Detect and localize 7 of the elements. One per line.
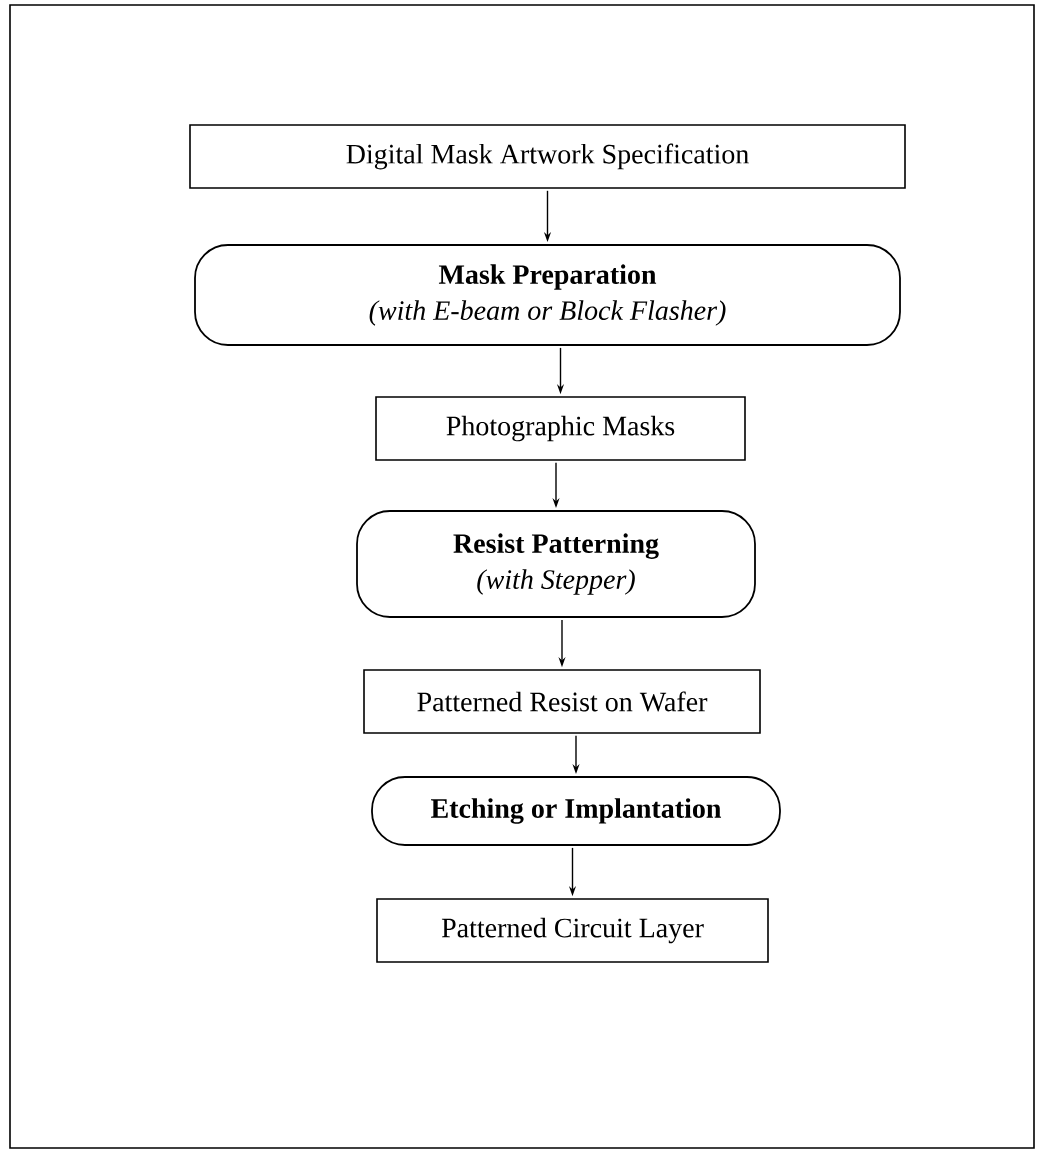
process-box: Photographic Masks bbox=[375, 396, 746, 461]
process-box: Patterned Resist on Wafer bbox=[363, 669, 761, 734]
process-terminal: Resist Patterning (with Stepper) bbox=[356, 510, 756, 618]
process-box: Digital Mask Artwork Specification bbox=[189, 124, 906, 189]
process-terminal: Etching or Implantation bbox=[371, 776, 781, 846]
process-terminal: Mask Preparation (with E-beam or Block Flasher) bbox=[194, 244, 901, 346]
process-box: Patterned Circuit Layer bbox=[376, 898, 769, 963]
